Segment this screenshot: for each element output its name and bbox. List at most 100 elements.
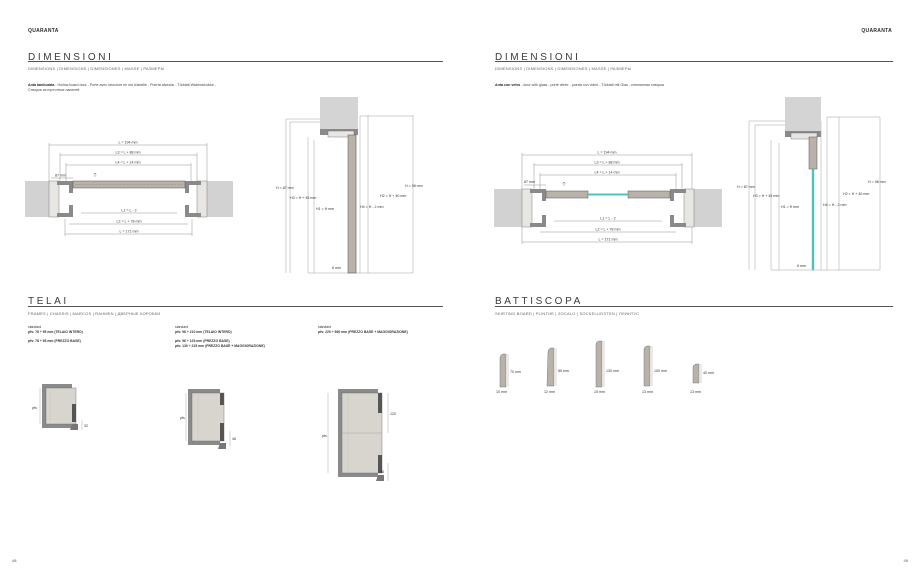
skirting-thickness-label: 12 mm	[544, 390, 555, 394]
dim-label-L2: L2 = L + 78 mm	[595, 228, 620, 232]
spec-line-1: pfs: 78 ÷ 95 mm (TELAIO INTERO)	[28, 330, 83, 334]
skirting-height-label: 40 mm	[703, 371, 714, 375]
frame-cap	[790, 132, 818, 140]
figure-caption: Anta con vetro - door with glass - porte…	[495, 83, 875, 88]
frame-right	[670, 189, 686, 227]
dim-label-H4: H4 = H - 2 mm	[360, 205, 383, 209]
frame-profile-1: pfs 32	[32, 384, 88, 430]
skirting-profile-70: 70 mm 10 mm	[496, 353, 521, 394]
dim-label-L171: L = 171 mm	[599, 238, 618, 242]
spec-line-3: pfs: 130 ÷ 215 mm (PREZZO BASE + MAGGIOR…	[175, 344, 265, 348]
dim-label-L1: L1 = L - 2	[121, 209, 136, 213]
frame-left	[530, 189, 546, 227]
door-leaf-section	[347, 134, 357, 274]
dim-label-120: 120	[390, 412, 396, 416]
spec-standard: standard	[318, 325, 332, 329]
skirting-thickness-label: 13 mm	[690, 390, 701, 394]
dim-label-H3: H3 = H + 45 mm	[290, 196, 316, 200]
title-rule	[495, 306, 893, 307]
wall-top	[320, 97, 358, 133]
dim-label-32: 32	[84, 424, 88, 428]
section-title-dimensioni-left: DIMENSIONI	[28, 52, 114, 63]
dim-label-H4: H4 = H - 2 mm	[823, 203, 846, 207]
dim-label-pfs: pfs	[180, 416, 185, 420]
dim-label-L2: L2 = L + 78 mm	[116, 220, 141, 224]
caption-line2: Створка из пустотных панелей	[28, 88, 80, 92]
plan-drawing-hollow: L = 194 mm L3 = L + 88 mm L4 = L + 14 mm…	[25, 141, 233, 236]
skirting-profile-100: 100 mm 13 mm	[642, 345, 667, 394]
skirting-thickness-label: 15 mm	[594, 390, 605, 394]
frame-spec-3: standard pfs: 220 ÷ 560 mm (PREZZO BASE …	[318, 325, 458, 335]
dim-label-H1: H1 = H mm	[781, 205, 799, 209]
door-rail-top	[808, 136, 818, 170]
wall-left	[25, 180, 60, 218]
dim-label-pfs: pfs	[322, 434, 327, 438]
skirting-height-label: 85 mm	[558, 369, 569, 373]
skirting-thickness-label: 10 mm	[496, 390, 507, 394]
dim-label-L3: L3 = L + 88 mm	[115, 151, 140, 155]
skirting-height-label: 70 mm	[510, 370, 521, 374]
title-rule	[495, 61, 893, 62]
skirting-height-label: 130 mm	[606, 369, 619, 373]
skirting-profile-85: 85 mm 12 mm	[544, 347, 569, 394]
spec-standard: standard	[175, 325, 189, 329]
frame-right	[185, 181, 201, 217]
skirting-height-label: 100 mm	[654, 369, 667, 373]
skirting-profile-130: 130 mm 15 mm	[594, 340, 619, 394]
dim-label-H2: H2 = H + 40 mm	[843, 192, 869, 196]
section-title-dimensioni-right: DIMENSIONI	[495, 52, 581, 63]
caption-text: - Hollow board door - Porte avec structu…	[54, 83, 217, 87]
dim-label-pfs: pfs	[32, 406, 37, 410]
section-subtitle: DIMENSIONS | DIMENSIONS | DIMENSIONES | …	[495, 66, 632, 71]
frame-profile-3: 120 pfs 46	[322, 389, 396, 481]
door-stile-right	[627, 190, 671, 199]
dim-label-H2: H2 = H + 40 mm	[380, 194, 406, 198]
plan-drawing-glass: L = 194 mm L3 = L + 88 mm L4 = L + 14 mm…	[494, 151, 722, 244]
dim-label-H98: H = 98 mm	[868, 180, 886, 184]
title-rule	[28, 306, 443, 307]
dim-label-L3: L3 = L + 88 mm	[594, 161, 619, 165]
spec-line-2: pfs: 96 ÷ 125 mm (PREZZO BASE)	[175, 339, 230, 343]
section-title-telai: TELAI	[28, 296, 69, 307]
frame-left	[57, 181, 73, 217]
spec-line-1: pfs: 96 ÷ 210 mm (TELAIO INTERO)	[175, 330, 232, 334]
title-rule	[28, 61, 443, 62]
skirting-profile-40: 40 mm 13 mm	[690, 363, 714, 394]
direction-arrow-icon	[93, 172, 97, 177]
spec-line-2: pfs: 78 ÷ 95 mm (PREZZO BASE)	[28, 339, 81, 343]
dim-label-46: 46	[232, 437, 236, 441]
skirting-profiles: 70 mm 10 mm 85 mm 12 mm 130 mm 15 mm 100…	[496, 340, 714, 394]
frame-spec-1: standard pfs: 78 ÷ 95 mm (TELAIO INTERO)…	[28, 325, 168, 344]
dim-label-H3: H3 = H + 45 mm	[753, 194, 779, 198]
page-number-right: 49	[903, 558, 908, 563]
dim-label-L4: L4 = L + 14 mm	[115, 161, 140, 165]
brand-left: QUARANTA	[28, 28, 59, 34]
caption-text: - door with glass - porte vitrée - puert…	[520, 83, 664, 87]
frame-profile-2: pfs 46	[180, 389, 236, 449]
section-drawing-glass: H = 87 mm H3 = H + 45 mm H1 = H mm H4 = …	[737, 97, 886, 271]
spec-standard: standard	[28, 325, 42, 329]
wall-top	[785, 97, 821, 135]
dim-label-H87: H = 87 mm	[737, 185, 755, 189]
spec-line-1: pfs: 220 ÷ 560 mm (PREZZO BASE + MAGGIOR…	[318, 330, 408, 334]
direction-arrow-icon	[562, 181, 566, 186]
caption-bold: Anta tamburata	[28, 83, 55, 87]
brand-right: QUARANTA	[861, 28, 892, 34]
dimension-lines	[48, 143, 208, 236]
dim-label-H98: H = 98 mm	[405, 184, 423, 188]
wall-right	[196, 180, 233, 218]
dim-label-L4: L4 = L + 14 mm	[594, 171, 619, 175]
dim-label-H1: H1 = H mm	[316, 207, 334, 211]
door-stile-left	[545, 190, 589, 199]
dim-label-46: 46	[380, 470, 384, 474]
frame-spec-2: standard pfs: 96 ÷ 210 mm (TELAIO INTERO…	[175, 325, 315, 349]
frame-cap	[327, 130, 355, 138]
section-subtitle: FRAMES | CHASSIS | MARCOS | RAHMEN | ДВЕ…	[28, 311, 161, 316]
dim-label-87: 87 mm	[55, 174, 66, 178]
caption-bold: Anta con vetro	[495, 83, 521, 87]
skirting-thickness-label: 13 mm	[642, 390, 653, 394]
dim-label-6mm: 6 mm	[797, 264, 806, 268]
section-drawing-hollow: H = 87 mm H3 = H + 45 mm H1 = H mm H4 = …	[276, 97, 423, 274]
section-title-battiscopa: BATTISCOPA	[495, 296, 583, 307]
page-number-left: 48	[12, 558, 17, 563]
